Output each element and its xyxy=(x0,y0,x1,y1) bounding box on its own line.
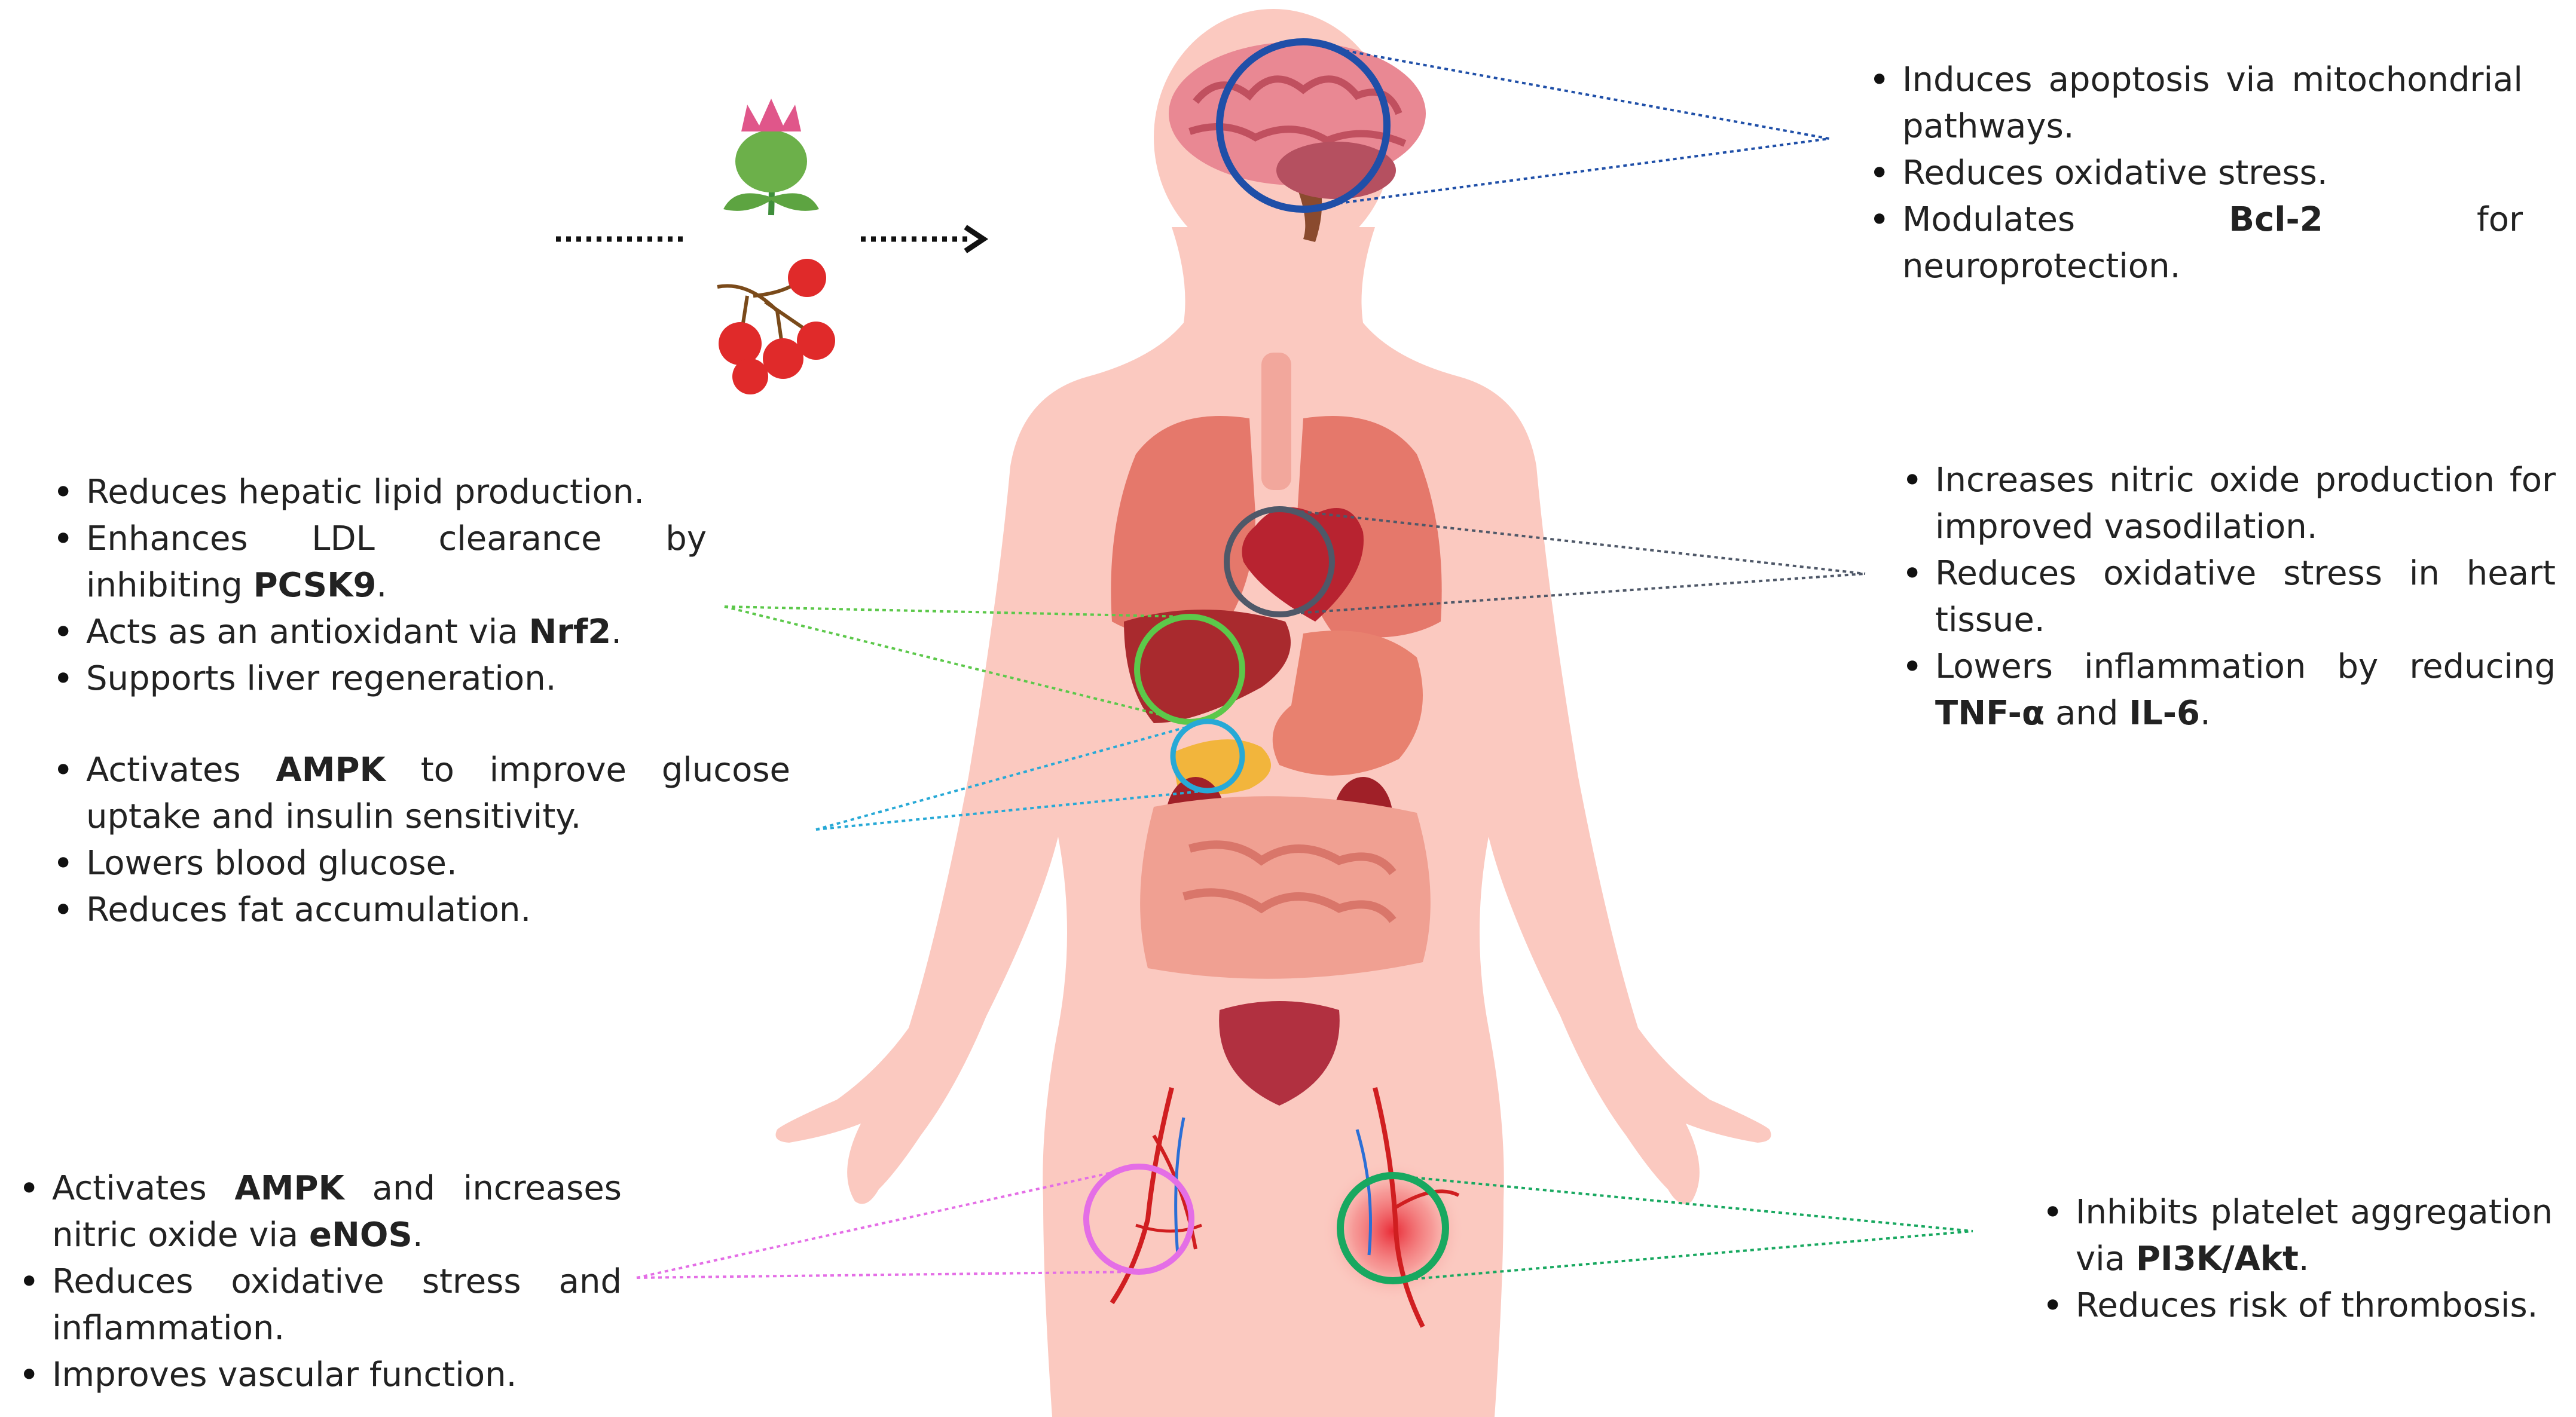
effect-text: . xyxy=(2298,1240,2309,1278)
effect-text: Enhances LDL clearance by inhibiting xyxy=(86,519,707,605)
liver-connector xyxy=(724,605,1190,723)
thrombus-effect-item: Reduces risk of thrombosis. xyxy=(2039,1283,2553,1329)
bold-term: Bcl-2 xyxy=(2229,200,2323,239)
effect-text: Modulates xyxy=(1902,200,2229,239)
effect-text: Inhibits platelet aggregation via xyxy=(2076,1193,2553,1278)
effect-text: Reduces risk of thrombosis. xyxy=(2076,1286,2538,1325)
heart-connector xyxy=(1279,508,1866,616)
bold-term: TNF-α xyxy=(1935,694,2045,733)
vessel-effect-item: Improves vascular function. xyxy=(15,1352,622,1398)
liver-effect-item: Acts as an antioxidant via Nrf2. xyxy=(49,609,707,656)
bold-term: IL-6 xyxy=(2129,694,2201,733)
liver-effects-list: Reduces hepatic lipid production. Enhance… xyxy=(49,469,707,702)
pancreas-effects-list: Activates AMPK to improve glucose uptake… xyxy=(49,747,790,934)
effect-text: Activates xyxy=(52,1169,235,1208)
effect-text: Lowers blood glucose. xyxy=(86,844,457,883)
pancreas-highlight-circle xyxy=(1170,718,1245,794)
bold-term: AMPK xyxy=(234,1169,344,1208)
bladder-icon xyxy=(1219,1001,1340,1106)
pancreas-connector xyxy=(815,720,1208,831)
effect-text: . xyxy=(376,566,387,605)
effect-text: . xyxy=(611,613,622,651)
brain-connector xyxy=(1303,42,1830,209)
dotted-arrow-right xyxy=(861,225,989,253)
bold-term: Nrf2 xyxy=(528,613,612,651)
effect-text: Reduces oxidative stress in heart tissue… xyxy=(1935,554,2556,639)
thrombus-effect-item: Inhibits platelet aggregation via PI3K/A… xyxy=(2039,1189,2553,1283)
effect-text: Increases nitric oxide production for im… xyxy=(1935,461,2556,546)
liver-effect-item: Supports liver regeneration. xyxy=(49,656,707,702)
heart-effects-list: Increases nitric oxide production for im… xyxy=(1898,457,2556,737)
effect-text: Improves vascular function. xyxy=(52,1355,517,1394)
effect-text: Supports liver regeneration. xyxy=(86,659,557,698)
effect-text: Lowers inflammation by reducing xyxy=(1935,647,2556,686)
effect-text: . xyxy=(2200,694,2211,733)
effect-text: Reduces oxidative stress. xyxy=(1902,154,2328,192)
heart-effect-item: Lowers inflammation by reducing TNF-α an… xyxy=(1898,644,2556,737)
milk-thistle-icon xyxy=(723,99,819,216)
effect-text: Reduces fat accumulation. xyxy=(86,890,531,929)
rosehip-berries-icon xyxy=(717,259,835,394)
stomach-icon xyxy=(1272,631,1423,776)
vessel-effect-item: Reduces oxidative stress and inflammatio… xyxy=(15,1259,622,1352)
thrombus-effects-list: Inhibits platelet aggregation via PI3K/A… xyxy=(2039,1189,2553,1329)
effect-text: Reduces hepatic lipid production. xyxy=(86,473,645,512)
heart-effect-item: Increases nitric oxide production for im… xyxy=(1898,457,2556,550)
heart-icon xyxy=(1242,507,1364,622)
effect-text: and xyxy=(2045,694,2129,733)
pancreas-effect-item: Lowers blood glucose. xyxy=(49,840,790,887)
effect-text: for neuroprotection. xyxy=(1902,200,2523,286)
liver-highlight-circle xyxy=(1134,614,1245,725)
vessel-connector xyxy=(636,1165,1139,1279)
effect-text: and increases nitric oxide via xyxy=(52,1169,622,1254)
bold-term: PI3K/Akt xyxy=(2135,1240,2299,1278)
heart-effect-item: Reduces oxidative stress in heart tissue… xyxy=(1898,550,2556,644)
brain-effects-list: Induces apoptosis via mitochondrial path… xyxy=(1865,57,2523,290)
pancreas-effect-item: Activates AMPK to improve glucose uptake… xyxy=(49,747,790,840)
brain-effect-item: Modulates Bcl-2 for neuroprotection. xyxy=(1865,197,2523,290)
liver-effect-item: Enhances LDL clearance by inhibiting PCS… xyxy=(49,516,707,609)
effect-text: Induces apoptosis via mitochondrial path… xyxy=(1902,60,2523,146)
body-silhouette xyxy=(775,9,1771,1417)
vessel-effects-list: Activates AMPK and increases nitric oxid… xyxy=(15,1165,622,1398)
effect-text: Activates xyxy=(86,751,276,789)
pancreas-effect-item: Reduces fat accumulation. xyxy=(49,887,790,934)
liver-effect-item: Reduces hepatic lipid production. xyxy=(49,469,707,516)
effect-text: . xyxy=(412,1216,423,1254)
liver-icon xyxy=(1124,610,1291,723)
bold-term: PCSK9 xyxy=(253,566,377,605)
effect-text: Acts as an antioxidant via xyxy=(86,613,529,651)
intestine-icon xyxy=(1140,796,1431,979)
brain-effect-item: Induces apoptosis via mitochondrial path… xyxy=(1865,57,2523,150)
vessel-effect-item: Activates AMPK and increases nitric oxid… xyxy=(15,1165,622,1259)
effect-text: to improve glucose uptake and insulin se… xyxy=(86,751,790,836)
bold-term: AMPK xyxy=(276,751,386,789)
bold-term: eNOS xyxy=(309,1216,412,1254)
brain-effect-item: Reduces oxidative stress. xyxy=(1865,150,2523,197)
brain-highlight-circle xyxy=(1216,38,1391,213)
effect-text: Reduces oxidative stress and inflammatio… xyxy=(52,1262,622,1348)
